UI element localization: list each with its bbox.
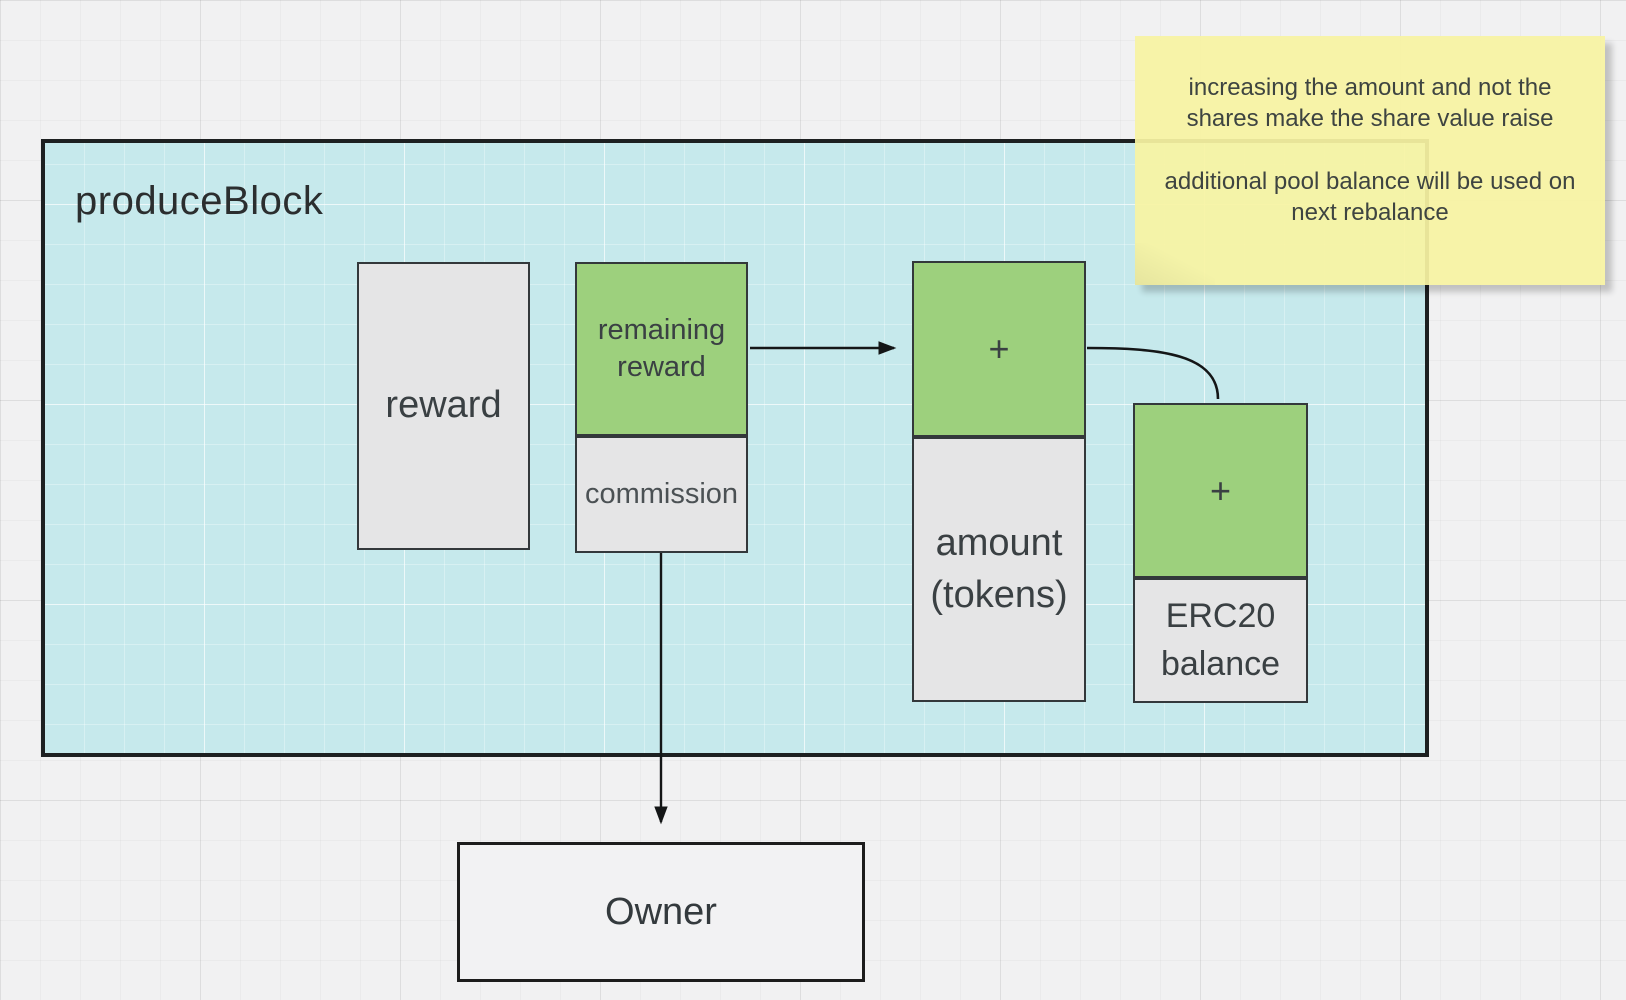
produce-block-title: produceBlock (75, 179, 324, 223)
node-owner: Owner (457, 842, 865, 982)
node-plus-erc20: + (1133, 403, 1308, 578)
plus-sign: + (988, 328, 1010, 369)
node-commission-label: commission (584, 478, 739, 511)
node-erc20-balance: ERC20 balance (1133, 578, 1308, 703)
node-amount-tokens-label: amount (tokens) (930, 522, 1068, 616)
sticky-note-paragraph-2: additional pool balance will be used on … (1164, 168, 1576, 226)
node-commission: commission (575, 436, 748, 553)
node-reward: reward (357, 262, 530, 550)
node-remaining-reward: remaining reward (575, 262, 748, 436)
node-reward-label: reward (385, 384, 502, 427)
node-remaining-reward-label: remaining reward (597, 314, 726, 383)
sticky-note-paragraph-1: increasing the amount and not the shares… (1186, 74, 1554, 132)
node-amount-tokens: amount (tokens) (912, 437, 1086, 702)
node-erc20-balance-label: ERC20 balance (1160, 596, 1281, 683)
node-owner-label: Owner (605, 890, 717, 933)
node-plus-amount: + (912, 261, 1086, 437)
sticky-note: increasing the amount and not the shares… (1135, 36, 1605, 285)
plus-sign: + (1209, 469, 1232, 511)
